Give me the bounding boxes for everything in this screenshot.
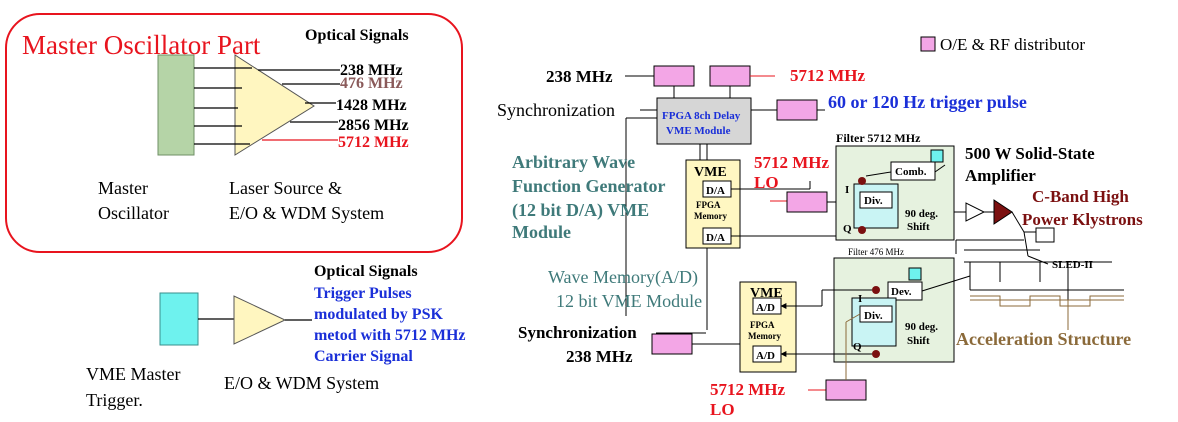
filter-top-small (930, 149, 944, 163)
ad-bottom-label: A/D (756, 350, 775, 362)
fpga-memory-bottom-line1: FPGA (750, 320, 775, 330)
freq-476-label: 476 MHz (340, 75, 403, 92)
div-bottom-label: Div. (864, 310, 883, 322)
distributor-238-bottom (651, 333, 693, 355)
eo-wdm-bottom-label: E/O & WDM System (224, 373, 379, 393)
optical-signal-lines (194, 67, 340, 145)
vme-master-label-line2: Trigger. (86, 390, 143, 410)
trigger-pulse-label: 60 or 120 Hz trigger pulse (828, 92, 1027, 112)
master-oscillator-label-line2: Oscillator (98, 203, 169, 223)
fpga-memory-bottom-line2: Memory (748, 331, 781, 341)
freq-238-bottom-label: 238 MHz (566, 347, 633, 366)
klystron-triangle (993, 199, 1013, 225)
solid-state-amplifier (965, 202, 986, 222)
vme-da-title: VME (694, 165, 727, 180)
fpga-delay-label-line1: FPGA 8ch Delay (662, 110, 741, 122)
sled-ii-label: SLED-II (1052, 259, 1093, 271)
filter-476-small (908, 267, 922, 281)
fpga-memory-top-line1: FPGA (696, 200, 721, 210)
q-label-top: Q (843, 223, 852, 235)
i-label-top: I (845, 184, 849, 196)
freq-5712-label: 5712 MHz (338, 134, 409, 151)
klystron-label-line2: Power Klystrons (1022, 210, 1143, 229)
legend-swatch (920, 36, 936, 52)
div-top-box (859, 191, 893, 209)
optical-signals-bottom-label: Optical Signals (314, 263, 418, 280)
shift-90-bottom-line1: 90 deg. (905, 321, 938, 333)
synchronization-bottom-label: Synchronization (518, 323, 637, 342)
da-top-label: D/A (706, 185, 725, 197)
distributor-lo-top (786, 191, 828, 213)
laser-source-label-line1: Laser Source & (229, 178, 342, 198)
dev-label: Dev. (891, 286, 912, 298)
fpga-delay-label-line2: VME Module (666, 125, 731, 137)
trigger-text-line2: modulated by PSK (314, 306, 443, 323)
div-top-label: Div. (864, 195, 883, 207)
master-oscillator-box (157, 54, 195, 156)
q-label-bottom: Q (853, 341, 862, 353)
awg-label-line4: Module (512, 222, 571, 242)
mixer-i-bottom (872, 286, 880, 294)
comb-box (890, 161, 936, 181)
i-label-bottom: I (858, 293, 862, 305)
master-oscillator-part-frame (5, 13, 463, 253)
distributor-trigger (776, 99, 818, 121)
shift-90-top-line2: Shift (907, 221, 930, 233)
ad-top-label: A/D (756, 302, 775, 314)
amp-title-line2: Amplifier (965, 166, 1036, 185)
awg-label-line2: Function Generator (512, 176, 665, 196)
distributor-238-top (653, 65, 695, 87)
freq-1428-label: 1428 MHz (336, 97, 407, 114)
lo-5712-top-line1: 5712 MHz (754, 153, 830, 172)
freq-5712-top-label: 5712 MHz (790, 66, 866, 85)
distributor-5712-top (709, 65, 751, 87)
vme-master-label-line1: VME Master (86, 364, 180, 384)
waveguide-lines (955, 211, 1124, 300)
vme-ad-title: VME (750, 286, 783, 301)
freq-238-top-label: 238 MHz (546, 67, 613, 86)
filter-476-label: Filter 476 MHz (848, 247, 904, 257)
fpga-memory-top-line2: Memory (694, 211, 727, 221)
synchronization-top-label: Synchronization (497, 100, 615, 120)
trigger-text-line1: Trigger Pulses (314, 285, 412, 302)
wave-memory-label-line2: 12 bit VME Module (556, 291, 702, 311)
amp-title-line1: 500 W Solid-State (965, 144, 1095, 163)
distributor-lo-bottom (825, 379, 867, 401)
awg-label-line3: (12 bit D/A) VME (512, 200, 649, 221)
master-oscillator-label-line1: Master (98, 178, 148, 198)
laser-source-label-line2: E/O & WDM System (229, 203, 384, 223)
i-to-comb (865, 171, 892, 177)
lo-5712-bottom-line1: 5712 MHz (710, 380, 786, 399)
fpga-delay-module (656, 97, 752, 145)
master-oscillator-part-title: Master Oscillator Part (22, 30, 261, 60)
lo-5712-top-line2: LO (754, 173, 779, 192)
comb-label: Comb. (895, 166, 927, 178)
trigger-text-line4: Carrier Signal (314, 348, 413, 365)
mixer-i-top (858, 177, 866, 185)
vme-master-trigger-box (159, 292, 199, 346)
optical-signals-top-label: Optical Signals (305, 27, 409, 44)
dev-to-structure (921, 275, 971, 292)
lo-5712-bottom-line2: LO (710, 400, 735, 419)
laser-source-triangle (234, 54, 315, 156)
acceleration-structure-label: Acceleration Structure (956, 329, 1131, 349)
filter-5712-label: Filter 5712 MHz (836, 131, 921, 145)
shift-90-top-line1: 90 deg. (905, 208, 938, 220)
acceleration-structure-lines (970, 295, 1124, 330)
freq-2856-label: 2856 MHz (338, 117, 409, 134)
wave-memory-label-line1: Wave Memory(A/D) (548, 267, 698, 288)
awg-label-line1: Arbitrary Wave (512, 152, 635, 172)
freq-238-label: 238 MHz (340, 62, 403, 79)
mixer-q-bottom (872, 350, 880, 358)
lo-bottom-to-div (845, 313, 861, 323)
legend-label: O/E & RF distributor (940, 35, 1085, 54)
shift-90-bottom-line2: Shift (907, 335, 930, 347)
mixer-q-top (858, 226, 866, 234)
da-bottom-label: D/A (706, 232, 725, 244)
klystron-label-line1: C-Band High (1032, 187, 1129, 206)
eo-wdm-triangle (233, 295, 287, 345)
comb-to-out (934, 164, 946, 173)
trigger-text-line3: metod with 5712 MHz (314, 327, 466, 344)
